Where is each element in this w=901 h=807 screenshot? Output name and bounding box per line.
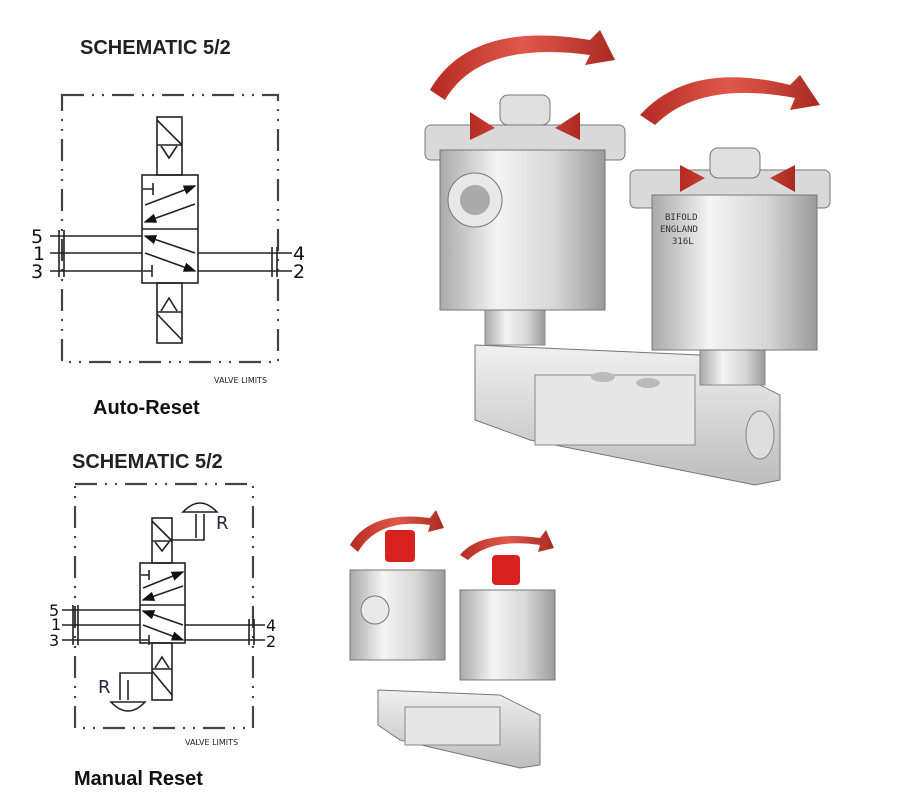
engraving-line-2: ENGLAND	[660, 225, 698, 235]
valve-body	[141, 174, 199, 284]
reset-bottom-label: R	[98, 677, 111, 698]
manual-reset-title: SCHEMATIC 5/2	[72, 451, 223, 473]
port-lines	[62, 605, 265, 645]
manual-reset-schematic: SCHEMATIC 5/2	[49, 451, 276, 790]
port-1-label: 1	[51, 615, 61, 634]
rotate-arrow-icon	[350, 510, 554, 560]
solenoid-top	[151, 517, 173, 564]
valve-limits-label: VALVE LIMITS	[214, 376, 267, 385]
port-1-label: 1	[33, 243, 45, 265]
valve-limits-boundary	[73, 482, 255, 730]
reset-top-label: R	[216, 513, 229, 534]
engraving-line-1: BIFOLD	[665, 213, 698, 223]
port-3-label: 3	[31, 261, 43, 283]
port-5-label: 5	[31, 226, 43, 248]
engraving-line-3: 316L	[672, 237, 694, 247]
valve-limits-label: VALVE LIMITS	[185, 738, 238, 747]
auto-reset-valve-illustration: BIFOLD ENGLAND 316L	[424, 30, 831, 486]
solenoid-bottom	[151, 642, 173, 701]
solenoid-top	[156, 116, 183, 176]
manual-reset-button-bottom	[109, 672, 152, 712]
port-2-label: 2	[266, 632, 276, 651]
manual-reset-button-top	[172, 502, 219, 541]
manual-reset-caption: Manual Reset	[74, 768, 203, 790]
port-5-label: 5	[49, 601, 59, 620]
auto-reset-caption: Auto-Reset	[93, 397, 200, 419]
port-3-label: 3	[49, 631, 59, 650]
valve-body	[139, 562, 186, 645]
port-2-label: 2	[293, 261, 305, 283]
port-lines	[50, 230, 292, 277]
port-4-label: 4	[293, 243, 305, 265]
solenoid-bottom	[156, 282, 183, 344]
manual-reset-valve-illustration	[349, 510, 556, 769]
port-4-label: 4	[266, 616, 276, 635]
rotate-arrow-icon	[430, 30, 820, 192]
auto-reset-schematic: SCHEMATIC 5/2	[31, 37, 305, 419]
valve-limits-boundary	[60, 93, 280, 364]
reset-button-red	[492, 555, 520, 585]
auto-reset-title: SCHEMATIC 5/2	[80, 37, 231, 59]
reset-button-red	[385, 530, 415, 562]
